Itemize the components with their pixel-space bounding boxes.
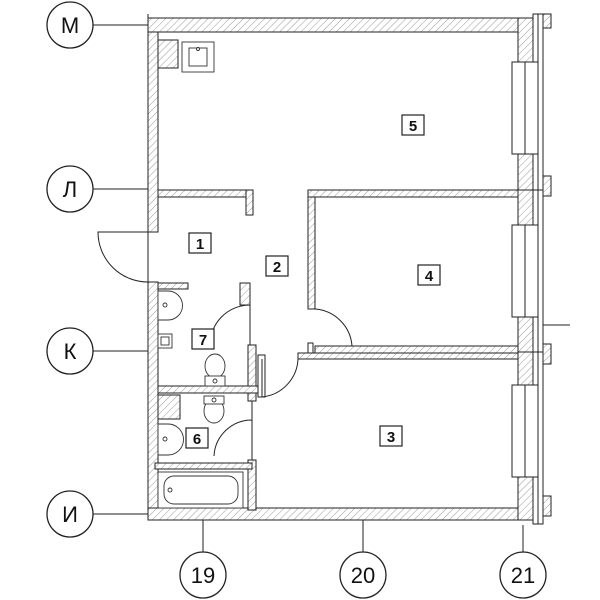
room-label-1: 1 [196, 236, 204, 253]
axis-markers: М Л К И 19 20 21 [46, 1, 547, 599]
axis-col-20: 20 [351, 563, 375, 588]
doors [97, 231, 353, 460]
axis-row-l: Л [63, 177, 77, 202]
room-4-door [314, 308, 353, 347]
axis-col-21: 21 [511, 563, 535, 588]
axis-grid-lines [93, 24, 570, 552]
room-labels: 1 2 3 4 5 6 7 [185, 114, 441, 449]
axis-row-k: К [64, 339, 77, 364]
axis-row-m: М [61, 13, 79, 38]
room-label-6: 6 [193, 431, 201, 448]
room-label-4: 4 [425, 268, 434, 285]
room-6-door [213, 401, 253, 460]
washbasin-icon-2 [157, 423, 184, 456]
room-label-2: 2 [273, 259, 281, 276]
fixtures [154, 39, 253, 509]
washbasin-icon [157, 290, 183, 321]
windows [511, 61, 543, 478]
interior-walls [157, 189, 519, 511]
room-3-door [261, 358, 299, 398]
toilet-icon [204, 353, 226, 379]
bathroom-door [209, 304, 251, 346]
axis-row-i: И [62, 502, 78, 527]
axis-col-19: 19 [191, 563, 215, 588]
room-label-3: 3 [387, 429, 395, 446]
entrance-door [97, 231, 149, 283]
room-label-7: 7 [199, 332, 207, 349]
room-label-5: 5 [409, 118, 417, 135]
